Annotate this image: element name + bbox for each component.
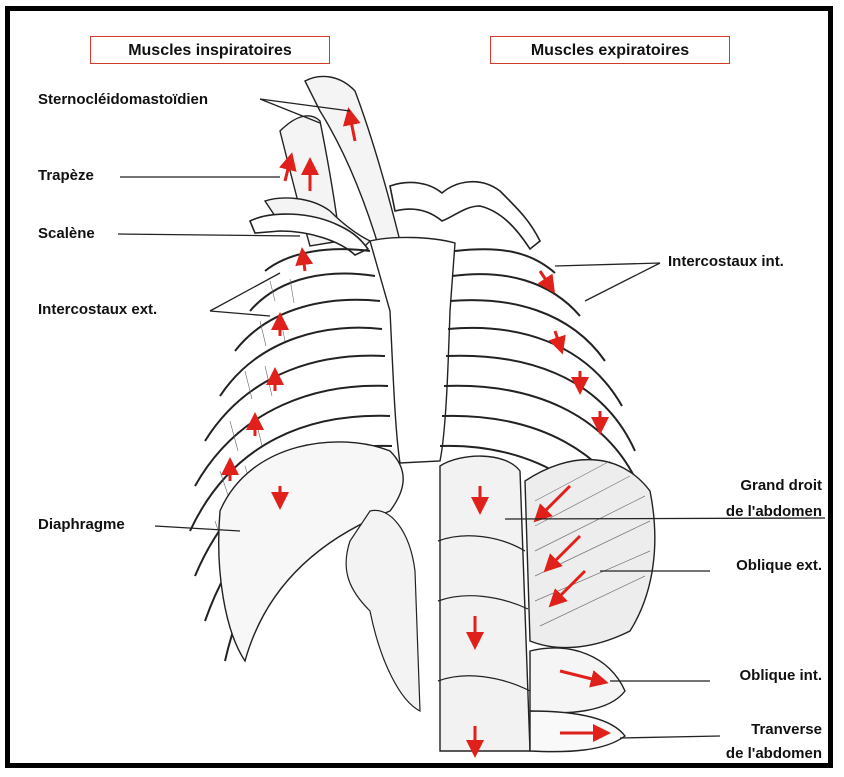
label-diaphragme: Diaphragme xyxy=(38,516,125,534)
ribcage-illustration xyxy=(10,11,828,763)
label-sternocleidomastoidien: Sternocléidomastoïdien xyxy=(38,91,208,109)
header-inspiratory: Muscles inspiratoires xyxy=(90,36,330,64)
label-de-labdomen-2: de l'abdomen xyxy=(726,745,822,763)
transverse-abdominis xyxy=(530,711,625,752)
label-oblique-ext: Oblique ext. xyxy=(736,557,822,575)
label-oblique-int: Oblique int. xyxy=(740,667,823,685)
rectus-abdominis xyxy=(440,456,530,751)
left-abdominal-muscle xyxy=(346,510,420,711)
label-intercostaux-ext: Intercostaux ext. xyxy=(38,301,157,319)
label-tranverse: Tranverse xyxy=(751,721,822,739)
header-expiratory: Muscles expiratoires xyxy=(490,36,730,64)
figure-frame: Muscles inspiratoires Muscles expiratoir… xyxy=(5,6,833,768)
label-de-labdomen-1: de l'abdomen xyxy=(726,503,822,521)
label-intercostaux-int: Intercostaux int. xyxy=(668,253,784,271)
external-oblique xyxy=(525,460,655,648)
label-trapeze: Trapèze xyxy=(38,167,94,185)
sternum xyxy=(370,237,455,463)
label-grand-droit: Grand droit xyxy=(740,477,822,495)
label-scalene: Scalène xyxy=(38,225,95,243)
